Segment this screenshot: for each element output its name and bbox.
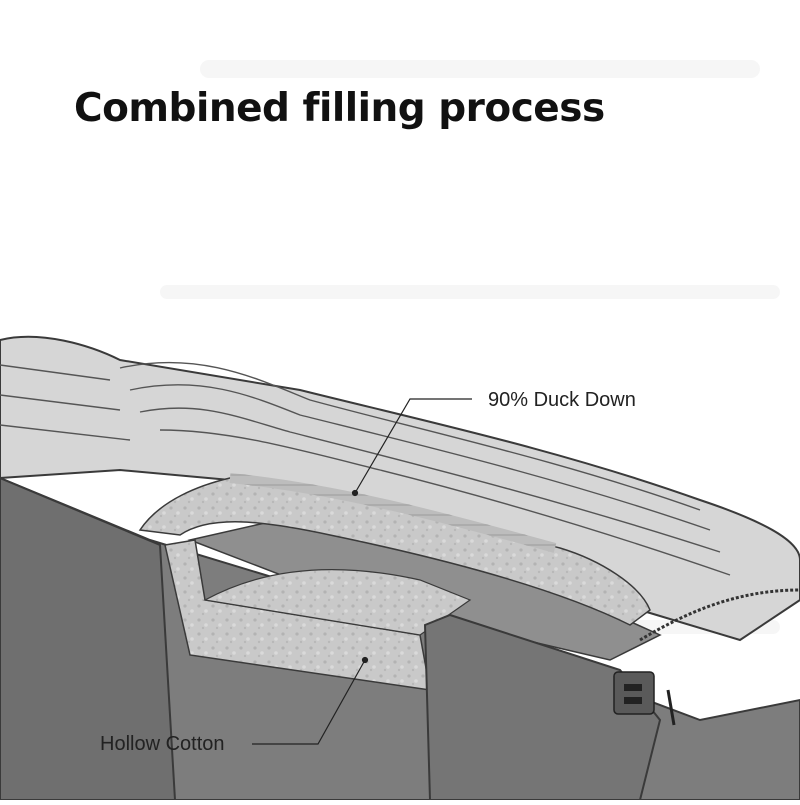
hollow-cotton-label: Hollow Cotton bbox=[100, 733, 225, 755]
zipper-tag-icon bbox=[613, 671, 676, 726]
hollow-cotton-floor bbox=[203, 569, 472, 636]
callout-lines bbox=[252, 398, 472, 745]
duck-down-label: 90% Duck Down bbox=[488, 389, 636, 411]
duck-down-edge bbox=[229, 473, 557, 553]
zipper bbox=[639, 588, 800, 642]
page-title: Combined filling process bbox=[74, 86, 605, 131]
quilt-channels bbox=[0, 361, 731, 576]
